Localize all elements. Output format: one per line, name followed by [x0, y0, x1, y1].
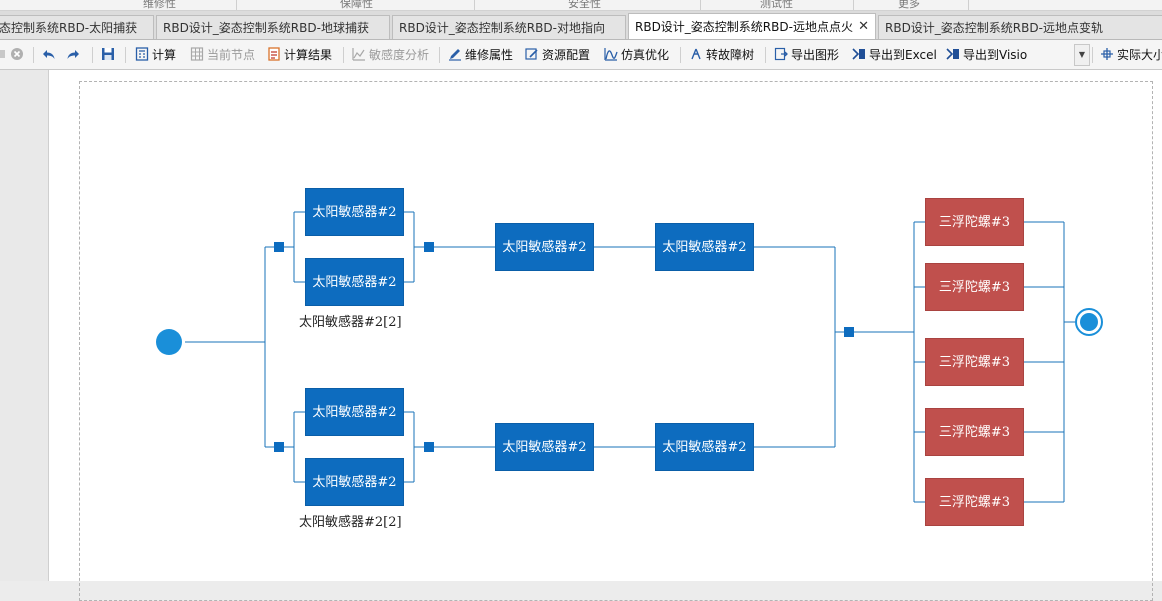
tab-label: 态控制系统RBD-太阳捕获 [0, 21, 138, 35]
tab-earth-acquisition[interactable]: RBD设计_姿态控制系统RBD-地球捕获 [156, 15, 390, 39]
stop-icon[interactable] [10, 45, 27, 65]
tab-label: RBD设计_姿态控制系统RBD-地球捕获 [163, 21, 369, 35]
ribbon-group-testability[interactable]: 测试性 [760, 0, 793, 10]
export-graph-button[interactable]: 导出图形 [774, 45, 839, 65]
sim-optimize-label: 仿真优化 [621, 48, 670, 62]
sim-optimize-button[interactable]: 仿真优化 [604, 45, 669, 65]
calc-result-button[interactable]: 计算结果 [267, 45, 332, 65]
close-icon[interactable]: ✕ [858, 19, 869, 34]
excel-icon [852, 48, 865, 60]
export-visio-label: 导出到Visio [963, 48, 1028, 62]
maint-attr-label: 维修属性 [465, 48, 514, 62]
ribbon-group-maintainability[interactable]: 维修性 [143, 0, 176, 10]
rbd-block-gyro[interactable]: 三浮陀螺#3 [925, 198, 1024, 246]
tree-icon [691, 48, 701, 60]
rbd-block-sun-sensor[interactable]: 太阳敏感器#2 [655, 423, 754, 471]
ribbon-group-safety[interactable]: 安全性 [568, 0, 601, 10]
actual-size-label: 实际大小 [1117, 48, 1162, 62]
rbd-block-sun-sensor[interactable]: 太阳敏感器#2 [305, 458, 404, 506]
rbd-block-sun-sensor[interactable]: 太阳敏感器#2 [495, 423, 594, 471]
toolbar-separator [765, 47, 766, 63]
pencil-icon [449, 49, 461, 61]
visio-icon [946, 48, 959, 60]
current-node-button[interactable]: 当前节点 [190, 45, 255, 65]
export-visio-button[interactable]: 导出到Visio [946, 45, 1027, 65]
tab-apogee-firing[interactable]: RBD设计_姿态控制系统RBD-远地点点火 ✕ [628, 13, 876, 39]
undo-icon[interactable] [42, 45, 59, 65]
result-icon [268, 47, 280, 61]
redo-icon[interactable] [66, 45, 83, 65]
tab-label: RBD设计_姿态控制系统RBD-对地指向 [399, 21, 605, 35]
rbd-block-sun-sensor[interactable]: 太阳敏感器#2 [655, 223, 754, 271]
document-tab-bar: 态控制系统RBD-太阳捕获 RBD设计_姿态控制系统RBD-地球捕获 RBD设计… [0, 11, 1162, 40]
tab-label: RBD设计_姿态控制系统RBD-远地点变轨 [885, 21, 1103, 35]
curve-icon [604, 48, 618, 61]
tab-earth-pointing[interactable]: RBD设计_姿态控制系统RBD-对地指向 [392, 15, 626, 39]
left-panel [0, 70, 49, 581]
tab-sun-acquisition[interactable]: 态控制系统RBD-太阳捕获 [0, 15, 154, 39]
calculator-icon [135, 47, 149, 61]
tab-apogee-orbit-change[interactable]: RBD设计_姿态控制系统RBD-远地点变轨 [878, 15, 1162, 39]
calculate-label: 计算 [152, 48, 177, 62]
save-icon[interactable] [101, 45, 118, 65]
resource-config-button[interactable]: 资源配置 [525, 45, 590, 65]
rbd-block-gyro[interactable]: 三浮陀螺#3 [925, 408, 1024, 456]
ribbon-group-divider [236, 0, 237, 10]
fit-size-icon [1101, 48, 1113, 60]
ribbon-group-more[interactable]: 更多 [898, 0, 920, 10]
rbd-block-sun-sensor[interactable]: 太阳敏感器#2 [305, 388, 404, 436]
rbd-block-sun-sensor[interactable]: 太阳敏感器#2 [305, 188, 404, 236]
toolbar-separator [680, 47, 681, 63]
calc-result-label: 计算结果 [284, 48, 333, 62]
resource-icon [525, 48, 538, 60]
tab-label: RBD设计_姿态控制系统RBD-远地点点火 [635, 20, 853, 34]
toolbar: 计算 当前节点 计算结果 敏感度分析 维修属性 资源配置 仿真优化 转故障树 导… [0, 40, 1162, 70]
sensitivity-button[interactable]: 敏感度分析 [352, 45, 429, 65]
toolbar-separator [125, 47, 126, 63]
toolbar-separator [92, 47, 93, 63]
ribbon-group-strip: 维修性 保障性 安全性 测试性 更多 [0, 0, 1162, 11]
grid-icon [190, 47, 204, 61]
ribbon-group-supportability[interactable]: 保障性 [340, 0, 373, 10]
rbd-block-gyro[interactable]: 三浮陀螺#3 [925, 338, 1024, 386]
group-caption: 太阳敏感器#2[2] [299, 515, 402, 530]
group-caption: 太阳敏感器#2[2] [299, 315, 402, 330]
current-node-label: 当前节点 [207, 48, 256, 62]
rbd-block-sun-sensor[interactable]: 太阳敏感器#2 [305, 258, 404, 306]
ribbon-group-divider [474, 0, 475, 10]
ribbon-group-divider [700, 0, 701, 10]
fault-tree-label: 转故障树 [706, 48, 755, 62]
actual-size-button[interactable]: 实际大小 [1100, 45, 1162, 65]
chart-icon [352, 48, 365, 61]
rbd-block-gyro[interactable]: 三浮陀螺#3 [925, 263, 1024, 311]
export-excel-label: 导出到Excel [869, 48, 937, 62]
rbd-block-sun-sensor[interactable]: 太阳敏感器#2 [495, 223, 594, 271]
ribbon-group-divider [968, 0, 969, 10]
ribbon-group-divider [853, 0, 854, 10]
maint-attr-button[interactable]: 维修属性 [448, 45, 513, 65]
export-graph-label: 导出图形 [791, 48, 840, 62]
export-image-icon [774, 47, 788, 61]
sensitivity-label: 敏感度分析 [369, 48, 430, 62]
toolbar-overflow-dropdown[interactable]: ▼ [1074, 44, 1090, 66]
fault-tree-button[interactable]: 转故障树 [689, 45, 754, 65]
calculate-button[interactable]: 计算 [135, 45, 176, 65]
rbd-block-gyro[interactable]: 三浮陀螺#3 [925, 478, 1024, 526]
resource-config-label: 资源配置 [542, 48, 591, 62]
toolbar-separator [1092, 47, 1093, 63]
export-excel-button[interactable]: 导出到Excel [852, 45, 937, 65]
partial-toolbar-icon[interactable] [0, 45, 11, 65]
toolbar-separator [439, 47, 440, 63]
toolbar-separator [33, 47, 34, 63]
toolbar-separator [343, 47, 344, 63]
